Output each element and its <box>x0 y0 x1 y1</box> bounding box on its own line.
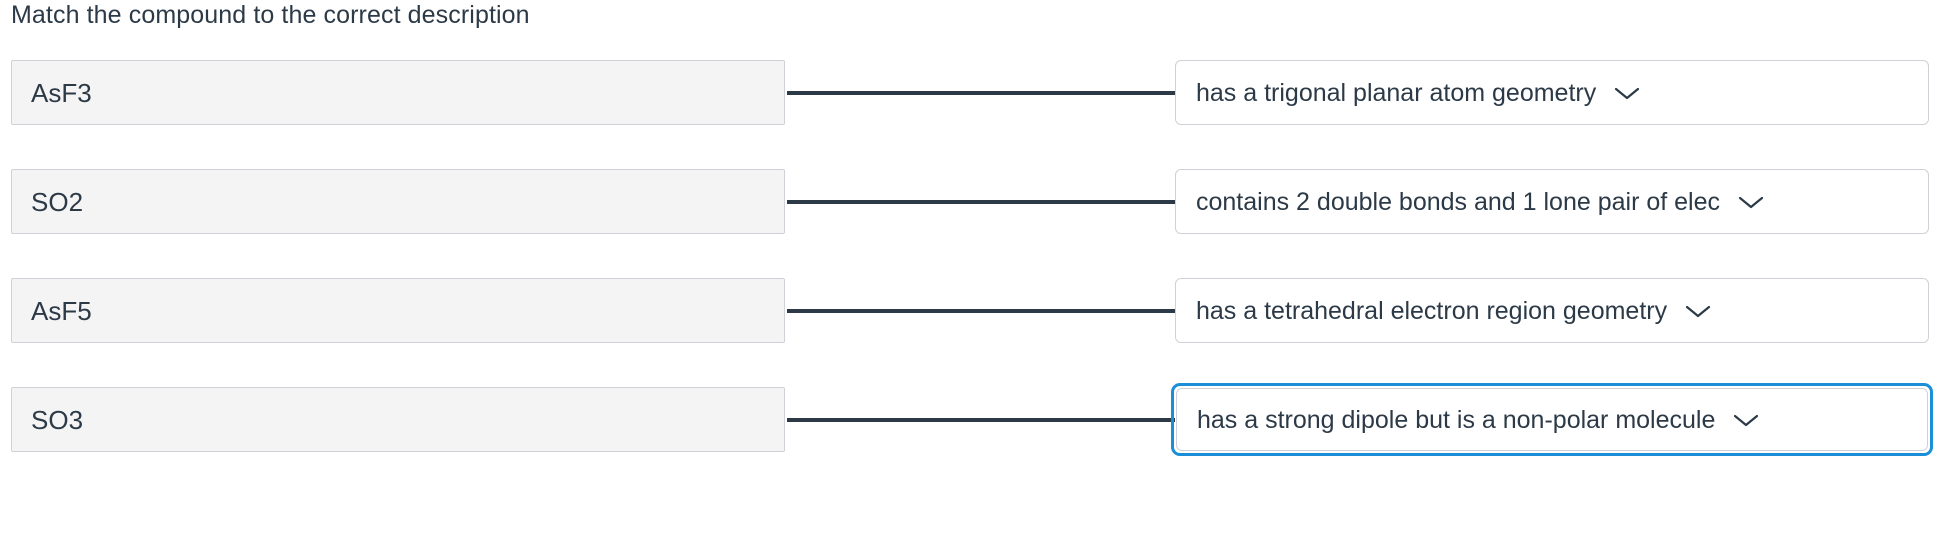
chevron-down-icon <box>1729 410 1763 430</box>
connector-line-1 <box>787 91 1175 95</box>
description-label: contains 2 double bonds and 1 lone pair … <box>1196 187 1720 216</box>
connector-line-2 <box>787 200 1175 204</box>
compound-label: SO2 <box>31 186 84 217</box>
compound-box-2: SO2 <box>11 169 785 234</box>
matching-question-grid: AsF3 has a trigonal planar atom geometry… <box>0 60 1940 496</box>
compound-box-3: AsF5 <box>11 278 785 343</box>
connector-line-4 <box>787 418 1175 422</box>
dropdown-inner: has a strong dipole but is a non-polar m… <box>1176 388 1928 451</box>
chevron-down-icon <box>1610 83 1644 103</box>
compound-label: AsF5 <box>31 295 92 326</box>
match-row: AsF3 has a trigonal planar atom geometry <box>0 60 1940 125</box>
compound-box-1: AsF3 <box>11 60 785 125</box>
description-dropdown-1[interactable]: has a trigonal planar atom geometry <box>1175 60 1929 125</box>
description-label: has a strong dipole but is a non-polar m… <box>1197 405 1716 434</box>
compound-label: SO3 <box>31 404 84 435</box>
chevron-down-icon <box>1681 301 1715 321</box>
compound-box-4: SO3 <box>11 387 785 452</box>
compound-label: AsF3 <box>31 77 92 108</box>
description-dropdown-4[interactable]: has a strong dipole but is a non-polar m… <box>1171 383 1933 456</box>
match-row: SO3 has a strong dipole but is a non-pol… <box>0 383 1940 456</box>
chevron-down-icon <box>1734 192 1768 212</box>
description-dropdown-3[interactable]: has a tetrahedral electron region geomet… <box>1175 278 1929 343</box>
description-label: has a tetrahedral electron region geomet… <box>1196 296 1668 325</box>
match-row: AsF5 has a tetrahedral electron region g… <box>0 278 1940 343</box>
description-label: has a trigonal planar atom geometry <box>1196 78 1597 107</box>
description-dropdown-2[interactable]: contains 2 double bonds and 1 lone pair … <box>1175 169 1929 234</box>
match-row: SO2 contains 2 double bonds and 1 lone p… <box>0 169 1940 234</box>
page-title: Match the compound to the correct descri… <box>11 1 530 29</box>
connector-line-3 <box>787 309 1175 313</box>
